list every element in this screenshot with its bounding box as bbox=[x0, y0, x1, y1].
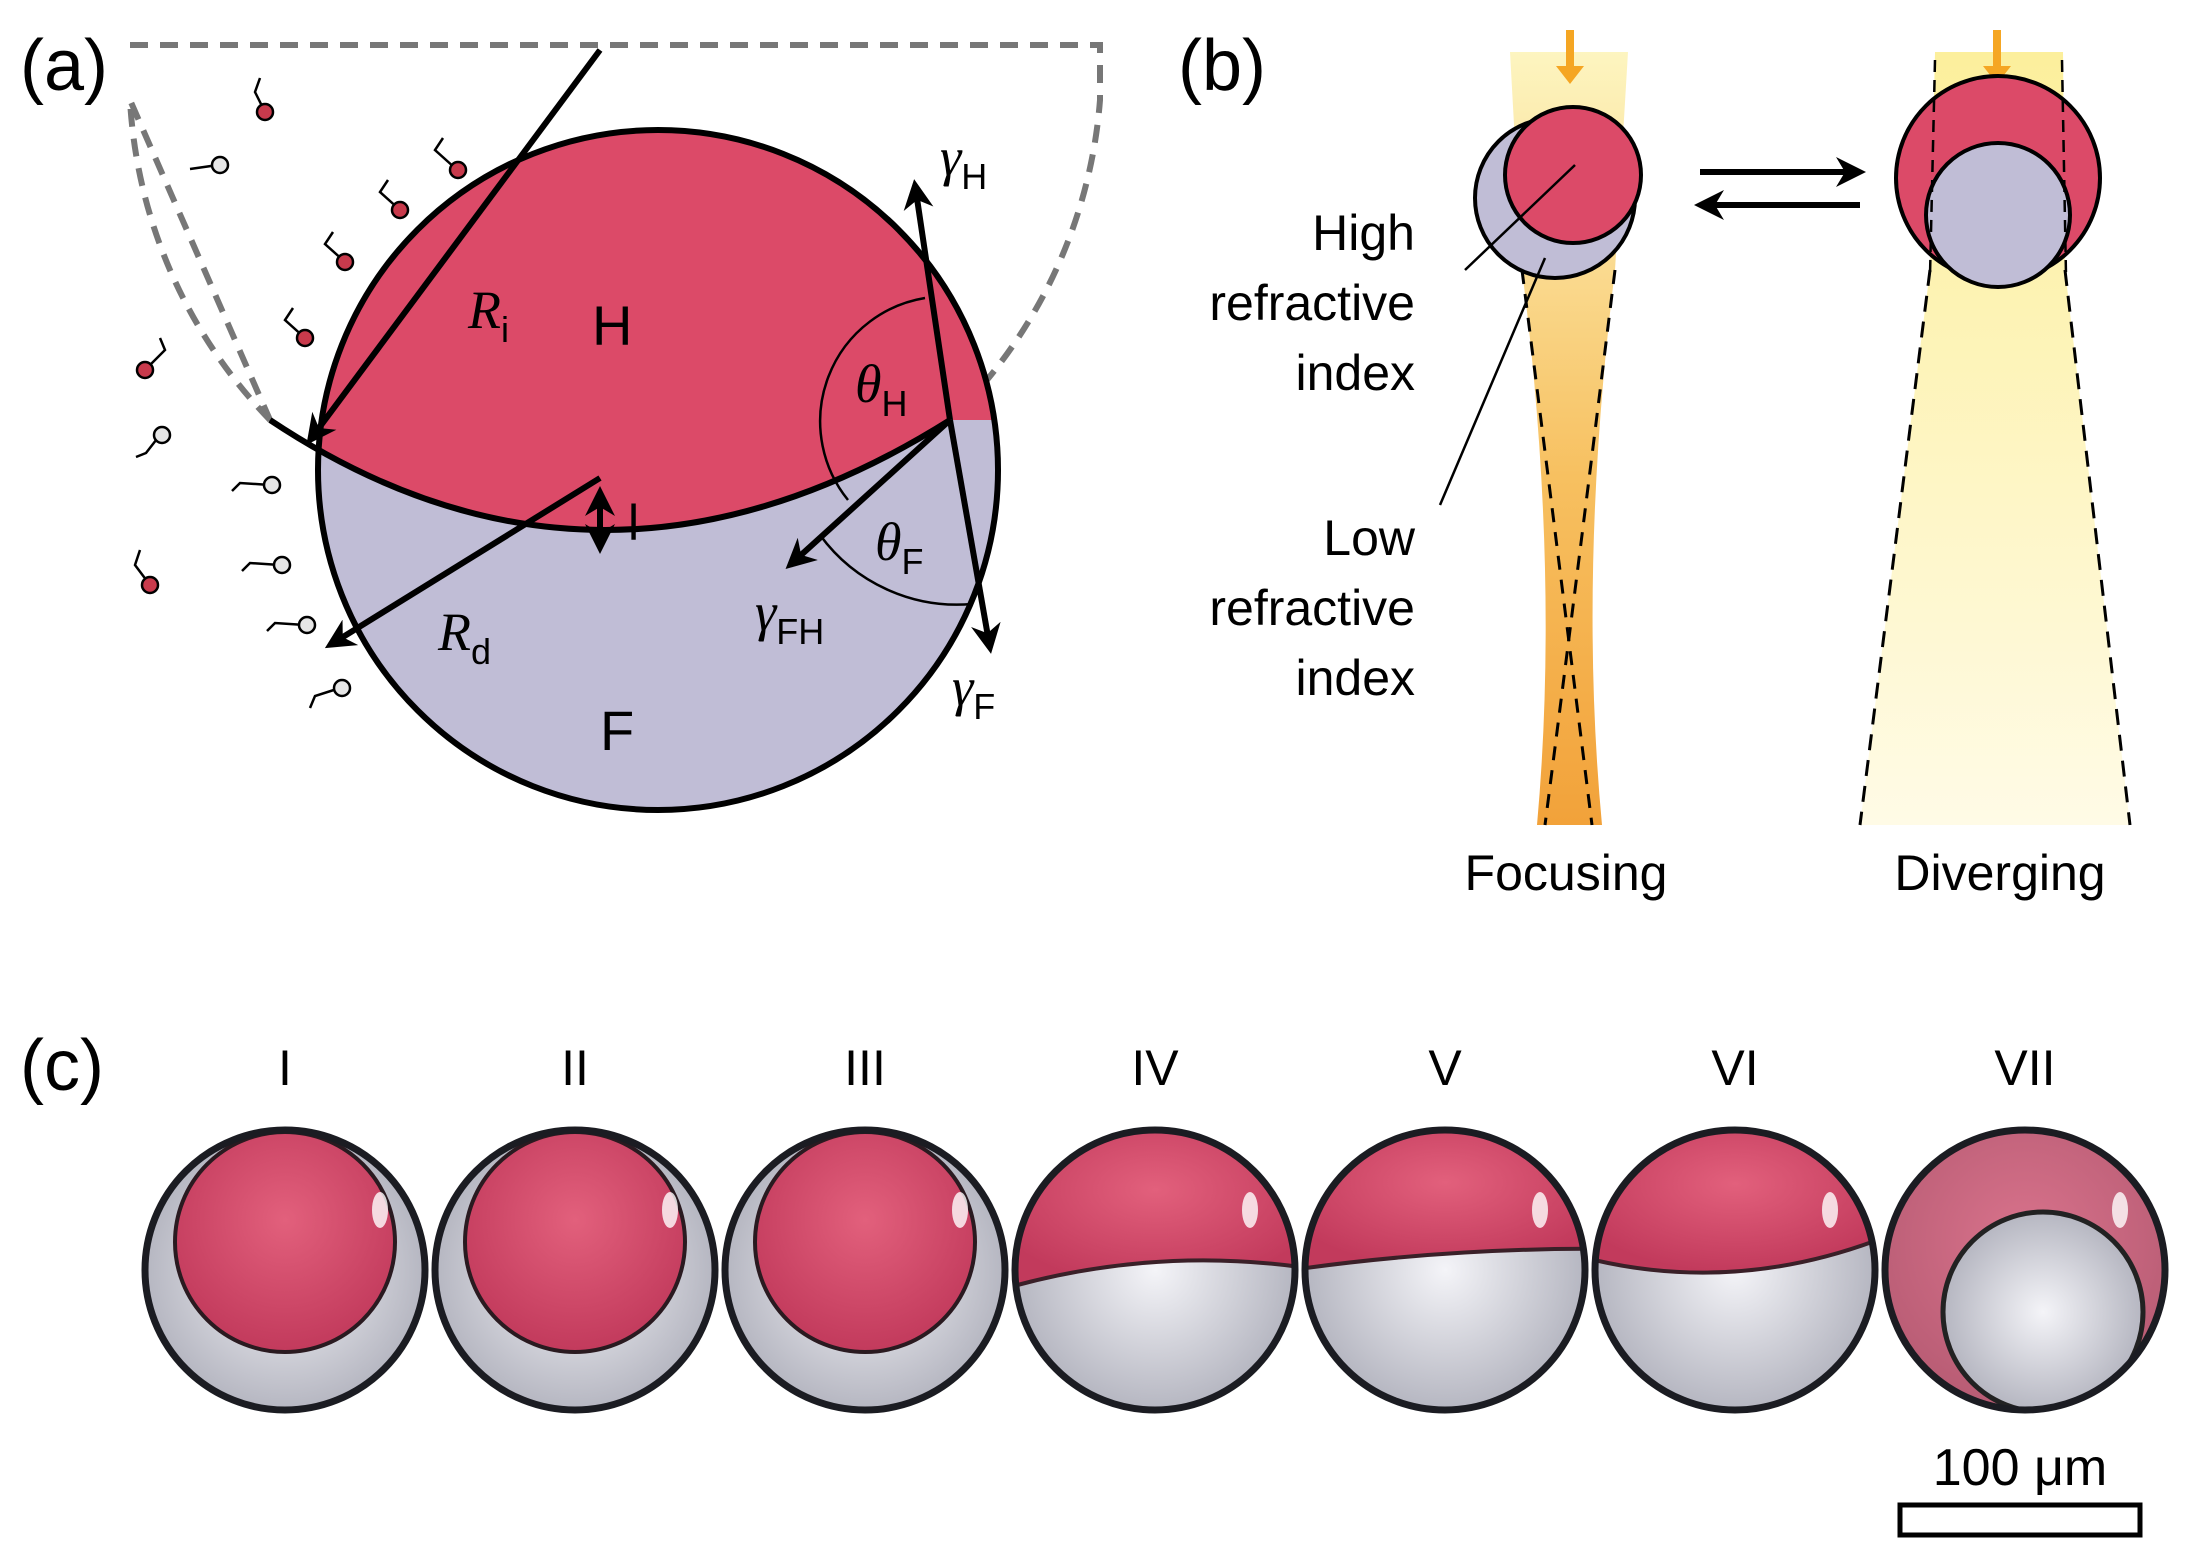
angle-h-subscript: H bbox=[882, 383, 908, 424]
pink-inner-phase bbox=[753, 1130, 977, 1354]
frame-label: II bbox=[561, 1040, 589, 1096]
pink-inner-phase bbox=[463, 1130, 687, 1354]
tension-f-symbol: γ bbox=[952, 657, 975, 717]
radius-drop-subscript: d bbox=[471, 631, 491, 672]
phase-h-label: H bbox=[592, 294, 632, 357]
angle-h-symbol: θ bbox=[855, 354, 882, 414]
tension-f-subscript: F bbox=[973, 686, 995, 727]
tension-fh-subscript: FH bbox=[776, 611, 824, 652]
radius-interface-subscript: i bbox=[501, 309, 509, 350]
panel-a-label: (a) bbox=[20, 26, 108, 106]
radius-drop-label: Rd bbox=[437, 602, 491, 672]
micrograph-frame: VII bbox=[1881, 1040, 2169, 1414]
pink-inner-phase bbox=[173, 1130, 397, 1354]
radius-drop-symbol: R bbox=[437, 602, 471, 662]
angle-f-symbol: θ bbox=[875, 512, 902, 572]
leader-low-index bbox=[1438, 257, 1547, 506]
focusing-incident-arrowhead bbox=[1556, 66, 1584, 84]
angle-f-arc bbox=[818, 534, 973, 606]
micrograph-frame: V bbox=[1301, 1040, 1589, 1414]
diverging-inner-edge-right bbox=[2060, 59, 2068, 276]
angle-f-label: θF bbox=[875, 512, 924, 582]
angle-h-label: θH bbox=[855, 354, 908, 424]
high-index-line-3: index bbox=[1295, 345, 1415, 401]
specular-highlight bbox=[1242, 1192, 1258, 1228]
focusing-label: Focusing bbox=[1465, 845, 1668, 901]
leader-high-index bbox=[1464, 164, 1576, 271]
specular-highlight bbox=[1532, 1192, 1548, 1228]
hydrocarbon-surfactants bbox=[133, 77, 468, 595]
tension-h-subscript: H bbox=[961, 156, 987, 197]
pink-upper-phase bbox=[1595, 1130, 1875, 1275]
micrograph-frame: II bbox=[431, 1040, 719, 1414]
tension-fh-symbol: γ bbox=[755, 582, 778, 642]
hydrocarbon-phase bbox=[318, 130, 998, 530]
tension-fh-arrow bbox=[785, 417, 953, 570]
frame-label: VII bbox=[1994, 1040, 2055, 1096]
drop-outline bbox=[315, 127, 1001, 813]
scale-bar bbox=[1897, 1502, 2143, 1538]
frame-label: VI bbox=[1711, 1040, 1758, 1096]
specular-highlight bbox=[2112, 1192, 2128, 1228]
specular-highlight bbox=[1822, 1192, 1838, 1228]
tension-fh-label: γFH bbox=[755, 582, 824, 652]
pink-upper-phase bbox=[1305, 1130, 1585, 1272]
droplet-rim bbox=[1301, 1126, 1589, 1414]
focusing-beam-edge-left bbox=[1520, 269, 1594, 826]
radius-interface-label: Ri bbox=[467, 280, 509, 350]
droplet-rim bbox=[1011, 1126, 1299, 1414]
focusing-drop-high-index bbox=[1503, 105, 1643, 245]
panel-b-label: (b) bbox=[1178, 26, 1266, 106]
high-index-line-2: refractive bbox=[1209, 275, 1415, 331]
specular-highlight bbox=[662, 1192, 678, 1228]
scale-bar-label: 100 μm bbox=[1933, 1439, 2107, 1497]
phase-f-label: F bbox=[600, 699, 634, 762]
tension-h-label: γH bbox=[940, 127, 987, 197]
diverging-label: Diverging bbox=[1894, 845, 2105, 901]
micrograph-frame: VI bbox=[1591, 1040, 1879, 1414]
radius-interface-arrow bbox=[306, 48, 603, 445]
low-index-line-1: Low bbox=[1323, 510, 1416, 566]
micrograph-frame: I bbox=[141, 1040, 429, 1414]
droplet-rim bbox=[141, 1126, 429, 1414]
angle-f-subscript: F bbox=[902, 541, 924, 582]
diverging-edge-right bbox=[2063, 269, 2132, 826]
panel-b: (b) High refractive index Low refractive… bbox=[1178, 26, 2132, 901]
frame-label: III bbox=[844, 1040, 886, 1096]
droplet-rim bbox=[1591, 1126, 1879, 1414]
low-index-line-2: refractive bbox=[1209, 580, 1415, 636]
fluorocarbon-surfactants bbox=[135, 155, 352, 709]
angle-h-arc bbox=[818, 296, 926, 501]
micrograph-frame: III bbox=[721, 1040, 1009, 1414]
tension-h-symbol: γ bbox=[940, 127, 963, 187]
focusing-beam-edge-right bbox=[1543, 269, 1617, 826]
grey-inner-phase bbox=[1940, 1209, 2146, 1410]
diverging-drop-low-index bbox=[1924, 141, 2072, 289]
micrograph-frame: IV bbox=[1011, 1040, 1299, 1414]
high-index-line-1: High bbox=[1312, 205, 1415, 261]
frame-label: I bbox=[278, 1040, 292, 1096]
offset-label: l bbox=[628, 495, 639, 551]
specular-highlight bbox=[952, 1192, 968, 1228]
frame-label: IV bbox=[1131, 1040, 1179, 1096]
tension-h-arrow bbox=[903, 179, 953, 421]
droplet-rim bbox=[1881, 1126, 2169, 1414]
droplet-rim bbox=[431, 1126, 719, 1414]
diverging-inner-edge-left bbox=[1928, 59, 1937, 276]
tension-f-label: γF bbox=[952, 657, 995, 727]
radius-interface-symbol: R bbox=[467, 280, 501, 340]
diverging-edge-left bbox=[1858, 269, 1932, 826]
droplet-rim bbox=[721, 1126, 1009, 1414]
panel-c-label: (c) bbox=[20, 1026, 104, 1106]
radius-drop-arrow bbox=[324, 475, 602, 649]
specular-highlight bbox=[372, 1192, 388, 1228]
frame-label: V bbox=[1428, 1040, 1462, 1096]
panel-a: (a) bbox=[20, 26, 1103, 813]
pink-upper-phase bbox=[1015, 1130, 1295, 1290]
low-index-line-3: index bbox=[1295, 650, 1415, 706]
tension-f-arrow bbox=[947, 419, 1001, 654]
